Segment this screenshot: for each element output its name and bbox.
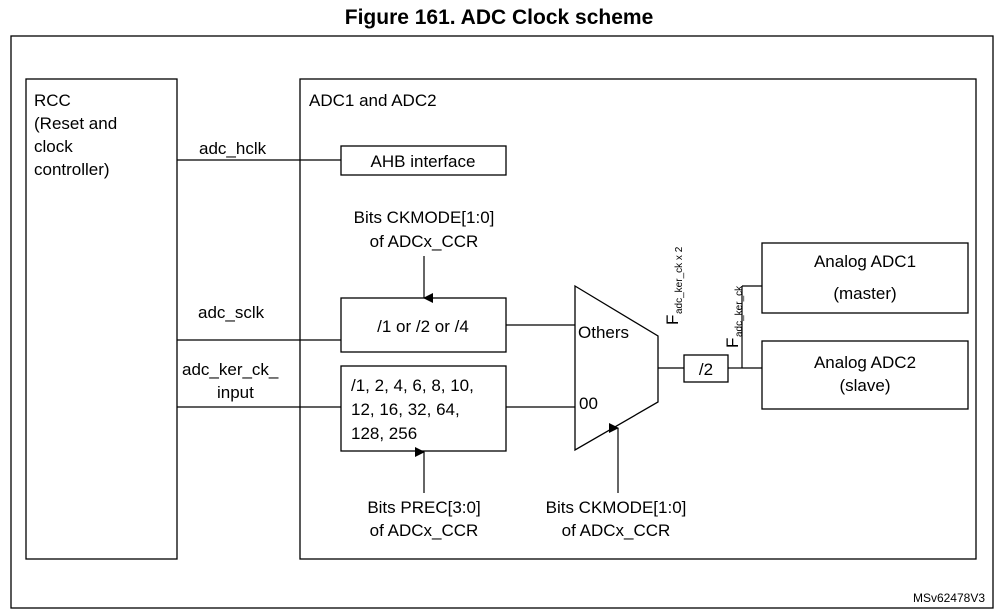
analog-adc2-box (761, 340, 969, 410)
prescaler-line-2: 12, 16, 32, 64, (351, 400, 460, 419)
ckmode-bottom-line-2: of ADCx_CCR (562, 521, 671, 540)
signal-adc-ker-ck-line-1: adc_ker_ck_ (182, 360, 279, 379)
freq-ker-sub: adc_ker_ck (734, 285, 745, 337)
rcc-label-line-1: RCC (34, 91, 71, 110)
figure-title: Figure 161. ADC Clock scheme (344, 6, 654, 29)
ahb-interface-label: AHB interface (371, 152, 476, 171)
prec-bits-line-2: of ADCx_CCR (370, 521, 479, 540)
rcc-block (25, 78, 178, 560)
rcc-label-line-3: clock (34, 137, 73, 156)
freq-ker-main: F (723, 338, 742, 348)
prec-bits-line-1: Bits PREC[3:0] (367, 498, 480, 517)
mux-input-00: 00 (579, 394, 598, 413)
figure-version: MSv62478V3 (913, 591, 985, 605)
analog-adc1-line-2: (master) (833, 284, 896, 303)
analog-adc1-line-1: Analog ADC1 (814, 252, 916, 271)
signal-adc-ker-ck-line-2: input (217, 383, 254, 402)
adc-block-title: ADC1 and ADC2 (309, 91, 437, 110)
rcc-label-line-4: controller) (34, 160, 110, 179)
freq-label-ker: F adc_ker_ck (723, 285, 745, 348)
analog-adc2-line-1: Analog ADC2 (814, 353, 916, 372)
freq-label-x2: F adc_ker_ck x 2 (663, 246, 685, 325)
div2-label: /2 (699, 360, 713, 379)
ckmode-top-line-1: Bits CKMODE[1:0] (354, 208, 495, 227)
mux-input-others: Others (578, 323, 629, 342)
ckmode-bottom-line-1: Bits CKMODE[1:0] (546, 498, 687, 517)
analog-adc1-box (761, 242, 969, 314)
clock-mux (574, 284, 659, 452)
outer-frame (10, 35, 994, 609)
freq-x2-main: F (663, 315, 682, 325)
rcc-label-line-2: (Reset and (34, 114, 117, 133)
signal-adc-sclk: adc_sclk (198, 303, 265, 322)
prescaler-line-3: 128, 256 (351, 424, 417, 443)
ckmode-top-line-2: of ADCx_CCR (370, 232, 479, 251)
analog-adc2-line-2: (slave) (839, 376, 890, 395)
sclk-divider-label: /1 or /2 or /4 (377, 317, 469, 336)
signal-adc-hclk: adc_hclk (199, 139, 267, 158)
prescaler-line-1: /1, 2, 4, 6, 8, 10, (351, 376, 474, 395)
freq-x2-sub: adc_ker_ck x 2 (674, 246, 685, 314)
ahb-interface-box (340, 145, 507, 176)
adc-block (299, 78, 977, 560)
